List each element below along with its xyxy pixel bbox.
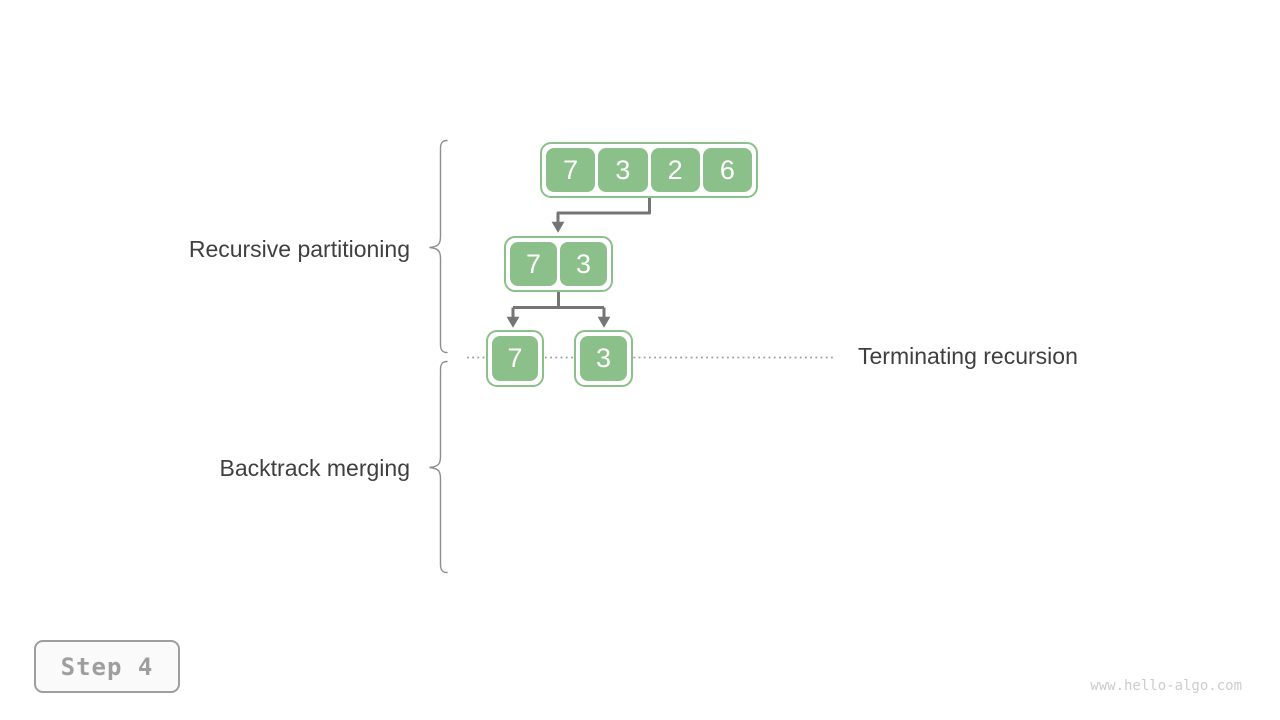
step-badge-label: Step 4 <box>60 652 154 681</box>
array-cell: 3 <box>598 148 648 192</box>
partition-arrow-2 <box>511 291 606 319</box>
array-level0: 7 3 2 6 <box>540 142 758 198</box>
backtrack-merging-brace-icon <box>429 360 448 574</box>
array-cell: 7 <box>492 336 538 381</box>
label-recursive-partitioning: Recursive partitioning <box>188 236 410 262</box>
arrow-down-head-icon <box>551 221 565 233</box>
array-level2-left: 7 <box>486 330 544 387</box>
partition-arrow-1 <box>556 197 651 224</box>
array-cell: 3 <box>580 336 627 381</box>
label-terminating-recursion: Terminating recursion <box>858 343 1078 369</box>
array-cell: 7 <box>546 148 596 192</box>
array-cell: 3 <box>560 242 607 286</box>
array-cell: 2 <box>650 148 700 192</box>
array-level1: 7 3 <box>504 236 613 292</box>
label-backtrack-merging: Backtrack merging <box>219 455 410 481</box>
step-badge: Step 4 <box>34 640 180 693</box>
array-cell: 7 <box>510 242 557 286</box>
recursive-partitioning-brace-icon <box>429 139 448 354</box>
watermark: www.hello-algo.com <box>1090 678 1242 694</box>
arrow-down-head-icon <box>506 316 520 328</box>
array-cell: 6 <box>702 148 752 192</box>
array-level2-right: 3 <box>574 330 633 387</box>
arrow-down-head-icon <box>597 316 611 328</box>
